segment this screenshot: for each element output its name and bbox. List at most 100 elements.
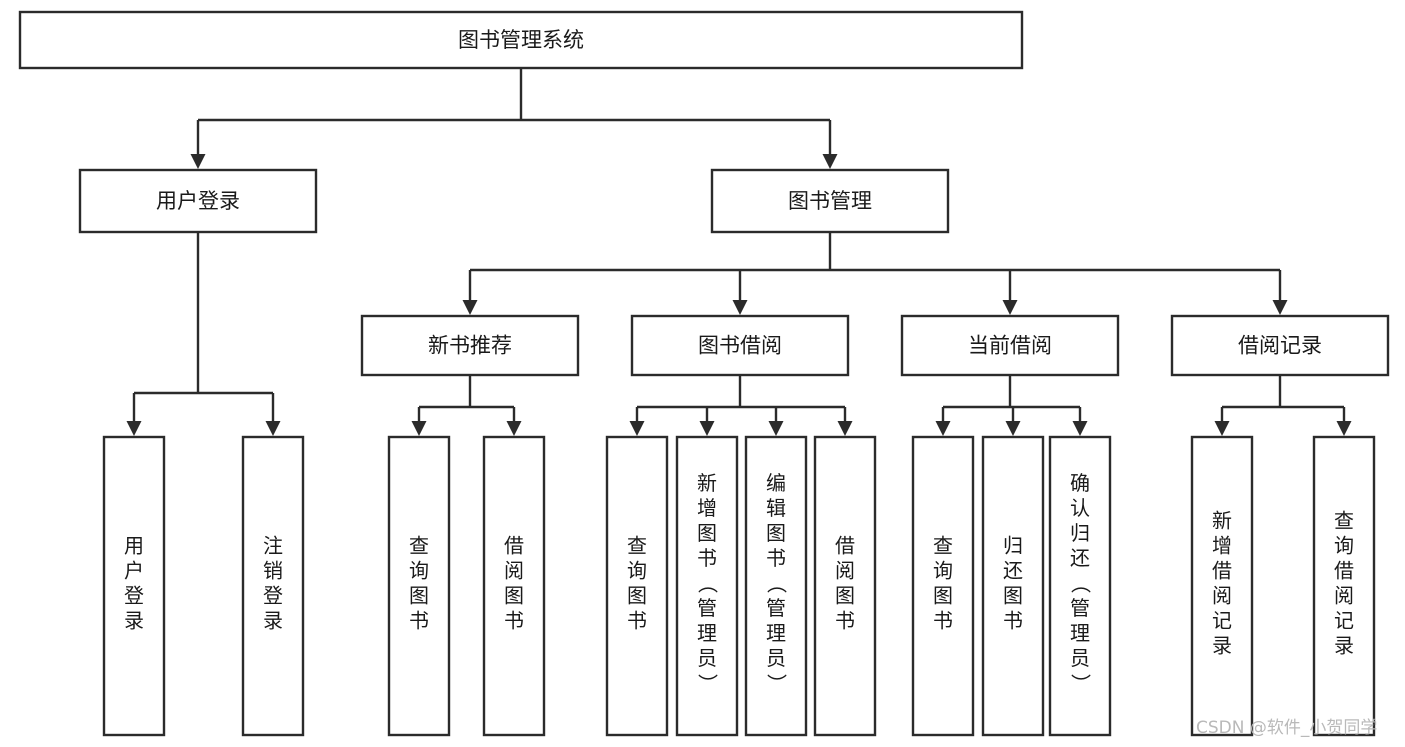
svg-text:辑: 辑 <box>766 496 786 520</box>
node-box-user-login <box>78 168 318 234</box>
node-box-borrow-record <box>1170 314 1390 377</box>
node-box-leaf-query-book-current <box>911 435 975 737</box>
svg-text:录: 录 <box>263 608 283 632</box>
svg-text:销: 销 <box>263 558 283 582</box>
arrow-head-icon <box>126 421 142 436</box>
svg-text:归: 归 <box>1070 521 1090 545</box>
arrow-head-icon <box>837 421 853 436</box>
arrow-head-icon <box>822 154 838 169</box>
arrow-head-icon <box>1272 300 1288 315</box>
node-box-leaf-borrow-book <box>813 435 877 737</box>
node-borrow-record[interactable]: 借阅记录 <box>1170 314 1390 377</box>
svg-text:归: 归 <box>1003 533 1023 557</box>
node-box-leaf-borrow-book-recommend <box>482 435 546 737</box>
arrow-head-icon <box>1072 421 1088 436</box>
node-system-root[interactable]: 图书管理系统 <box>18 10 1024 70</box>
svg-text:借: 借 <box>835 533 855 557</box>
svg-text:增: 增 <box>1212 533 1232 557</box>
node-label-current-borrow: 当前借阅 <box>968 334 1052 358</box>
svg-text:图: 图 <box>627 583 647 607</box>
svg-text:员: 员 <box>766 646 786 670</box>
svg-text:书: 书 <box>766 546 786 570</box>
node-box-leaf-edit-book-admin <box>744 435 808 737</box>
svg-text:借: 借 <box>1334 558 1354 582</box>
node-new-book-recommend[interactable]: 新书推荐 <box>360 314 580 377</box>
svg-text:录: 录 <box>124 608 144 632</box>
arrow-head-icon <box>506 421 522 436</box>
svg-text:书: 书 <box>627 608 647 632</box>
svg-text:询: 询 <box>1334 533 1354 557</box>
svg-text:书: 书 <box>504 608 524 632</box>
svg-text:管: 管 <box>697 596 717 620</box>
svg-text:阅: 阅 <box>504 558 524 582</box>
svg-text:图: 图 <box>697 521 717 545</box>
arrow-head-icon <box>1005 421 1021 436</box>
node-box-leaf-add-book-admin <box>675 435 739 737</box>
svg-text:编: 编 <box>766 471 786 495</box>
svg-text:登: 登 <box>263 583 283 607</box>
arrow-head-icon <box>411 421 427 436</box>
svg-text:管: 管 <box>1070 596 1090 620</box>
svg-text:）: ） <box>765 674 789 694</box>
arrow-head-icon <box>265 421 281 436</box>
node-box-book-borrow <box>630 314 850 377</box>
svg-text:员: 员 <box>1070 646 1090 670</box>
arrow-head-icon <box>732 300 748 315</box>
arrow-head-icon <box>935 421 951 436</box>
svg-text:书: 书 <box>1003 608 1023 632</box>
node-box-leaf-query-book-recommend <box>387 435 451 737</box>
svg-text:户: 户 <box>124 558 144 582</box>
node-current-borrow[interactable]: 当前借阅 <box>900 314 1120 377</box>
svg-text:（: （ <box>1069 574 1093 594</box>
svg-text:图: 图 <box>933 583 953 607</box>
svg-text:查: 查 <box>627 533 647 557</box>
node-box-leaf-query-borrow-record <box>1312 435 1376 737</box>
svg-text:用: 用 <box>124 533 144 557</box>
node-book-management[interactable]: 图书管理 <box>710 168 950 234</box>
node-book-borrow[interactable]: 图书借阅 <box>630 314 850 377</box>
svg-text:阅: 阅 <box>1334 583 1354 607</box>
svg-text:录: 录 <box>1334 633 1354 657</box>
svg-text:阅: 阅 <box>1212 583 1232 607</box>
node-label-book-management: 图书管理 <box>788 189 872 213</box>
node-box-leaf-add-borrow-record <box>1190 435 1254 737</box>
svg-text:查: 查 <box>1334 508 1354 532</box>
svg-text:录: 录 <box>1212 633 1232 657</box>
svg-text:记: 记 <box>1212 608 1232 632</box>
node-user-login[interactable]: 用户登录 <box>78 168 318 234</box>
svg-text:询: 询 <box>627 558 647 582</box>
node-label-new-book-recommend: 新书推荐 <box>428 334 512 358</box>
csdn-watermark: CSDN @软件_小贺同学 <box>1196 718 1377 738</box>
svg-text:理: 理 <box>697 621 717 645</box>
node-box-book-management <box>710 168 950 234</box>
node-label-book-borrow: 图书借阅 <box>698 334 782 358</box>
svg-text:图: 图 <box>1003 583 1023 607</box>
svg-text:员: 员 <box>697 646 717 670</box>
node-box-new-book-recommend <box>360 314 580 377</box>
node-label-system-root: 图书管理系统 <box>458 28 584 52</box>
svg-text:图: 图 <box>409 583 429 607</box>
svg-text:还: 还 <box>1003 558 1023 582</box>
arrow-head-icon <box>1214 421 1230 436</box>
node-leaf-user-login[interactable]: 用户登录 <box>102 435 166 737</box>
svg-text:理: 理 <box>766 621 786 645</box>
nodes-group: 图书管理系统用户登录图书管理新书推荐图书借阅当前借阅借阅记录用户登录注销登录查询… <box>18 10 1390 737</box>
